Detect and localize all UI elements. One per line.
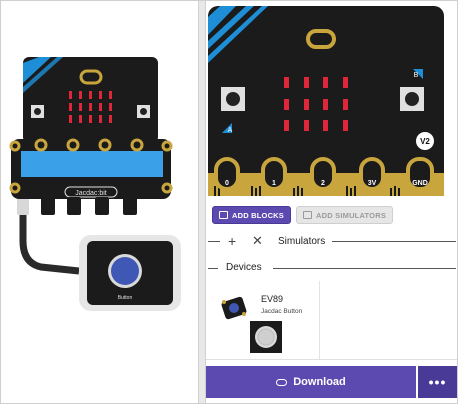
edge-connector-teeth [214,186,400,196]
left-button-a-cap [34,108,41,115]
wiring-canvas: Jacdac:bit Button [9,57,181,311]
sim-button-a-cap[interactable] [226,92,240,106]
plus-icon[interactable]: + [228,233,237,249]
svg-text:GND: GND [412,180,428,187]
device-wiring-preview: Jacdac:bit Button [1,1,198,403]
sim-button-b-label: B [414,72,419,79]
jacdac-cable [19,201,80,275]
more-options-icon: ••• [428,374,447,390]
board-corner-stripe-2 [23,57,63,93]
simulator-panel: A B V2 0 1 2 3V GND ADD BLOCKS ADD SIMUL… [206,1,457,403]
svg-text:1: 1 [272,180,276,187]
simulator-toolbar: ADD BLOCKS ADD SIMULATORS [212,206,394,224]
version-badge-text: V2 [420,137,430,146]
add-simulators-button[interactable]: ADD SIMULATORS [296,206,394,224]
carrier-pads [9,138,173,194]
carrier-feet [41,197,137,215]
device-subtitle: Jacdac Button [261,308,303,315]
header-rule-right [332,241,456,242]
download-label: Download [293,376,346,388]
carrier-label: Jacdac:bit [75,190,107,197]
sim-pins[interactable] [214,157,434,191]
devices-section-header: Devices [206,261,457,275]
more-options-button[interactable]: ••• [418,366,457,398]
sim-button-a-label: A [228,127,233,134]
device-button-widget[interactable] [250,321,282,353]
sim-led-matrix [284,77,348,131]
add-blocks-label: ADD BLOCKS [232,210,284,220]
device-name: EV89 [261,294,284,304]
devices-rule-left [208,268,218,269]
panel-divider[interactable] [198,1,206,403]
simulators-section-header: + ✕ Simulators [206,233,457,251]
download-button[interactable]: Download [206,366,416,398]
sim-button-arrows [222,69,423,133]
version-badge [416,132,434,150]
device-card[interactable]: EV89 Jacdac Button [214,281,320,359]
left-button-b-cap [140,108,147,115]
device-thumbnail [221,296,247,320]
board-corner-stripe [23,57,51,83]
carrier-label-box [64,186,118,198]
microbit-board [23,57,158,143]
svg-text:3V: 3V [368,180,377,187]
blocks-icon [219,211,228,219]
devices-heading: Devices [226,262,262,273]
add-blocks-button[interactable]: ADD BLOCKS [212,206,291,224]
device-thumb-button [229,303,239,313]
svg-text:0: 0 [225,180,229,187]
header-rule-left [208,241,220,242]
sim-stripe-3 [208,6,268,63]
svg-text:2: 2 [321,180,325,187]
button-module-cap [111,257,139,285]
sim-button-b-cap[interactable] [405,92,419,106]
cable-plug [17,197,29,215]
sim-pin-labels: 0 1 2 3V GND [225,180,428,187]
footer-separator [206,359,457,360]
edge-connector-slot [21,151,163,177]
sim-stripe-2 [208,6,254,49]
simulators-heading: Simulators [278,236,326,247]
sim-logo[interactable] [306,29,336,49]
logo-touch [79,69,103,85]
microbit-simulator[interactable]: A B V2 0 1 2 3V GND [206,1,457,199]
link-icon [276,378,288,386]
button-module-label: Button [118,295,133,301]
simulators-icon [303,211,312,219]
close-icon[interactable]: ✕ [252,233,263,248]
devices-rule-right [273,268,456,269]
left-led-matrix [69,91,112,123]
sim-stripe-1 [208,6,236,35]
add-simulators-label: ADD SIMULATORS [316,210,387,220]
